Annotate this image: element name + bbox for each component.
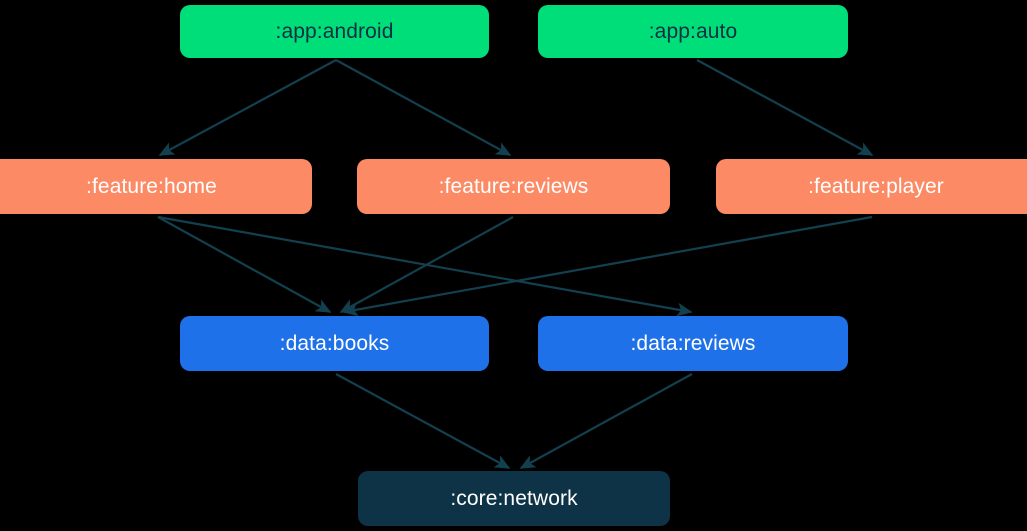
- node-label: :feature:home: [86, 174, 217, 198]
- node-app-auto[interactable]: :app:auto: [538, 5, 848, 58]
- edge-feature-home-to-data-reviews: [157, 215, 693, 317]
- edge-feature-player-to-data-books: [342, 215, 873, 317]
- node-feature-player[interactable]: :feature:player: [716, 159, 1027, 214]
- node-label: :data:reviews: [630, 331, 756, 355]
- node-label: :app:android: [275, 19, 394, 43]
- node-label: :core:network: [450, 486, 578, 510]
- edge-data-books-to-core-network: [335, 373, 511, 469]
- edge-feature-home-to-data-books: [157, 216, 332, 313]
- node-label: :feature:player: [808, 174, 944, 198]
- edge-app-auto-to-feature-player: [696, 59, 874, 156]
- node-feature-reviews[interactable]: :feature:reviews: [357, 159, 670, 214]
- node-feature-home[interactable]: :feature:home: [0, 159, 312, 214]
- node-data-reviews[interactable]: :data:reviews: [538, 316, 848, 371]
- node-label: :app:auto: [648, 19, 738, 43]
- node-app-android[interactable]: :app:android: [180, 5, 489, 58]
- node-core-network[interactable]: :core:network: [358, 471, 670, 526]
- edge-app-android-to-feature-home: [158, 59, 337, 156]
- node-data-books[interactable]: :data:books: [180, 316, 489, 371]
- node-label: :data:books: [279, 331, 390, 355]
- node-label: :feature:reviews: [438, 174, 589, 198]
- edge-feature-reviews-to-data-books: [339, 216, 514, 313]
- edge-app-android-to-feature-reviews: [335, 59, 512, 156]
- edge-data-reviews-to-core-network: [519, 373, 693, 469]
